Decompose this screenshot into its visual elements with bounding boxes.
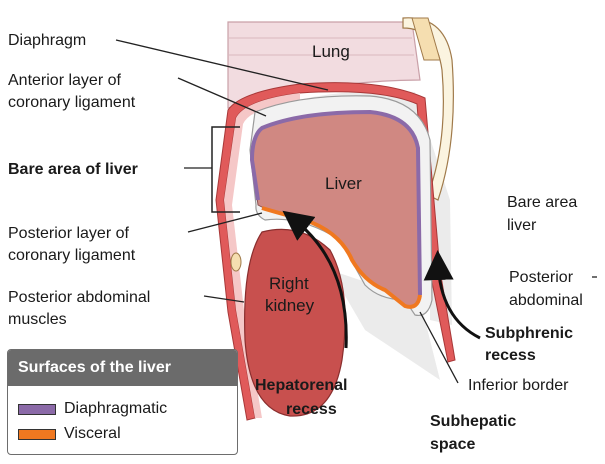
label-subphrenic-2: recess	[485, 347, 536, 364]
label-posterior-layer-2: coronary ligament	[8, 247, 136, 264]
label-right-posterior-2: abdominal	[509, 292, 583, 309]
label-liver: Liver	[325, 174, 362, 193]
label-hepatorenal-2: recess	[286, 401, 337, 418]
label-anterior-layer-2: coronary ligament	[8, 94, 136, 111]
label-kidney-1: Right	[269, 274, 309, 293]
label-inferior-border: Inferior border	[468, 377, 569, 394]
label-diaphragm: Diaphragm	[8, 32, 86, 49]
legend-title: Surfaces of the liver	[8, 350, 237, 386]
legend-label-visceral: Visceral	[64, 425, 121, 443]
legend: Surfaces of the liver Diaphragmatic Visc…	[7, 349, 238, 455]
legend-swatch-diaphragmatic	[18, 404, 56, 415]
label-right-bare-2: liver	[507, 217, 537, 234]
label-lung: Lung	[312, 42, 350, 61]
label-posterior-layer-1: Posterior layer of	[8, 225, 129, 242]
label-bare-area: Bare area of liver	[8, 161, 138, 178]
label-right-bare-1: Bare area	[507, 194, 577, 211]
label-posterior-abdominal-2: muscles	[8, 311, 67, 328]
legend-label-diaphragmatic: Diaphragmatic	[64, 400, 167, 418]
label-anterior-layer-1: Anterior layer of	[8, 72, 121, 89]
label-right-posterior-1: Posterior	[509, 269, 574, 286]
fat-nodule	[231, 253, 241, 271]
label-kidney-2: kidney	[265, 296, 315, 315]
label-posterior-abdominal-1: Posterior abdominal	[8, 289, 150, 306]
label-hepatorenal-1: Hepatorenal	[255, 377, 347, 394]
legend-item-visceral: Visceral	[18, 423, 121, 445]
label-subhepatic-1: Subhepatic	[430, 413, 516, 430]
label-subphrenic-1: Subphrenic	[485, 325, 573, 342]
label-subhepatic-2: space	[430, 436, 475, 453]
legend-item-diaphragmatic: Diaphragmatic	[18, 398, 167, 420]
legend-swatch-visceral	[18, 429, 56, 440]
